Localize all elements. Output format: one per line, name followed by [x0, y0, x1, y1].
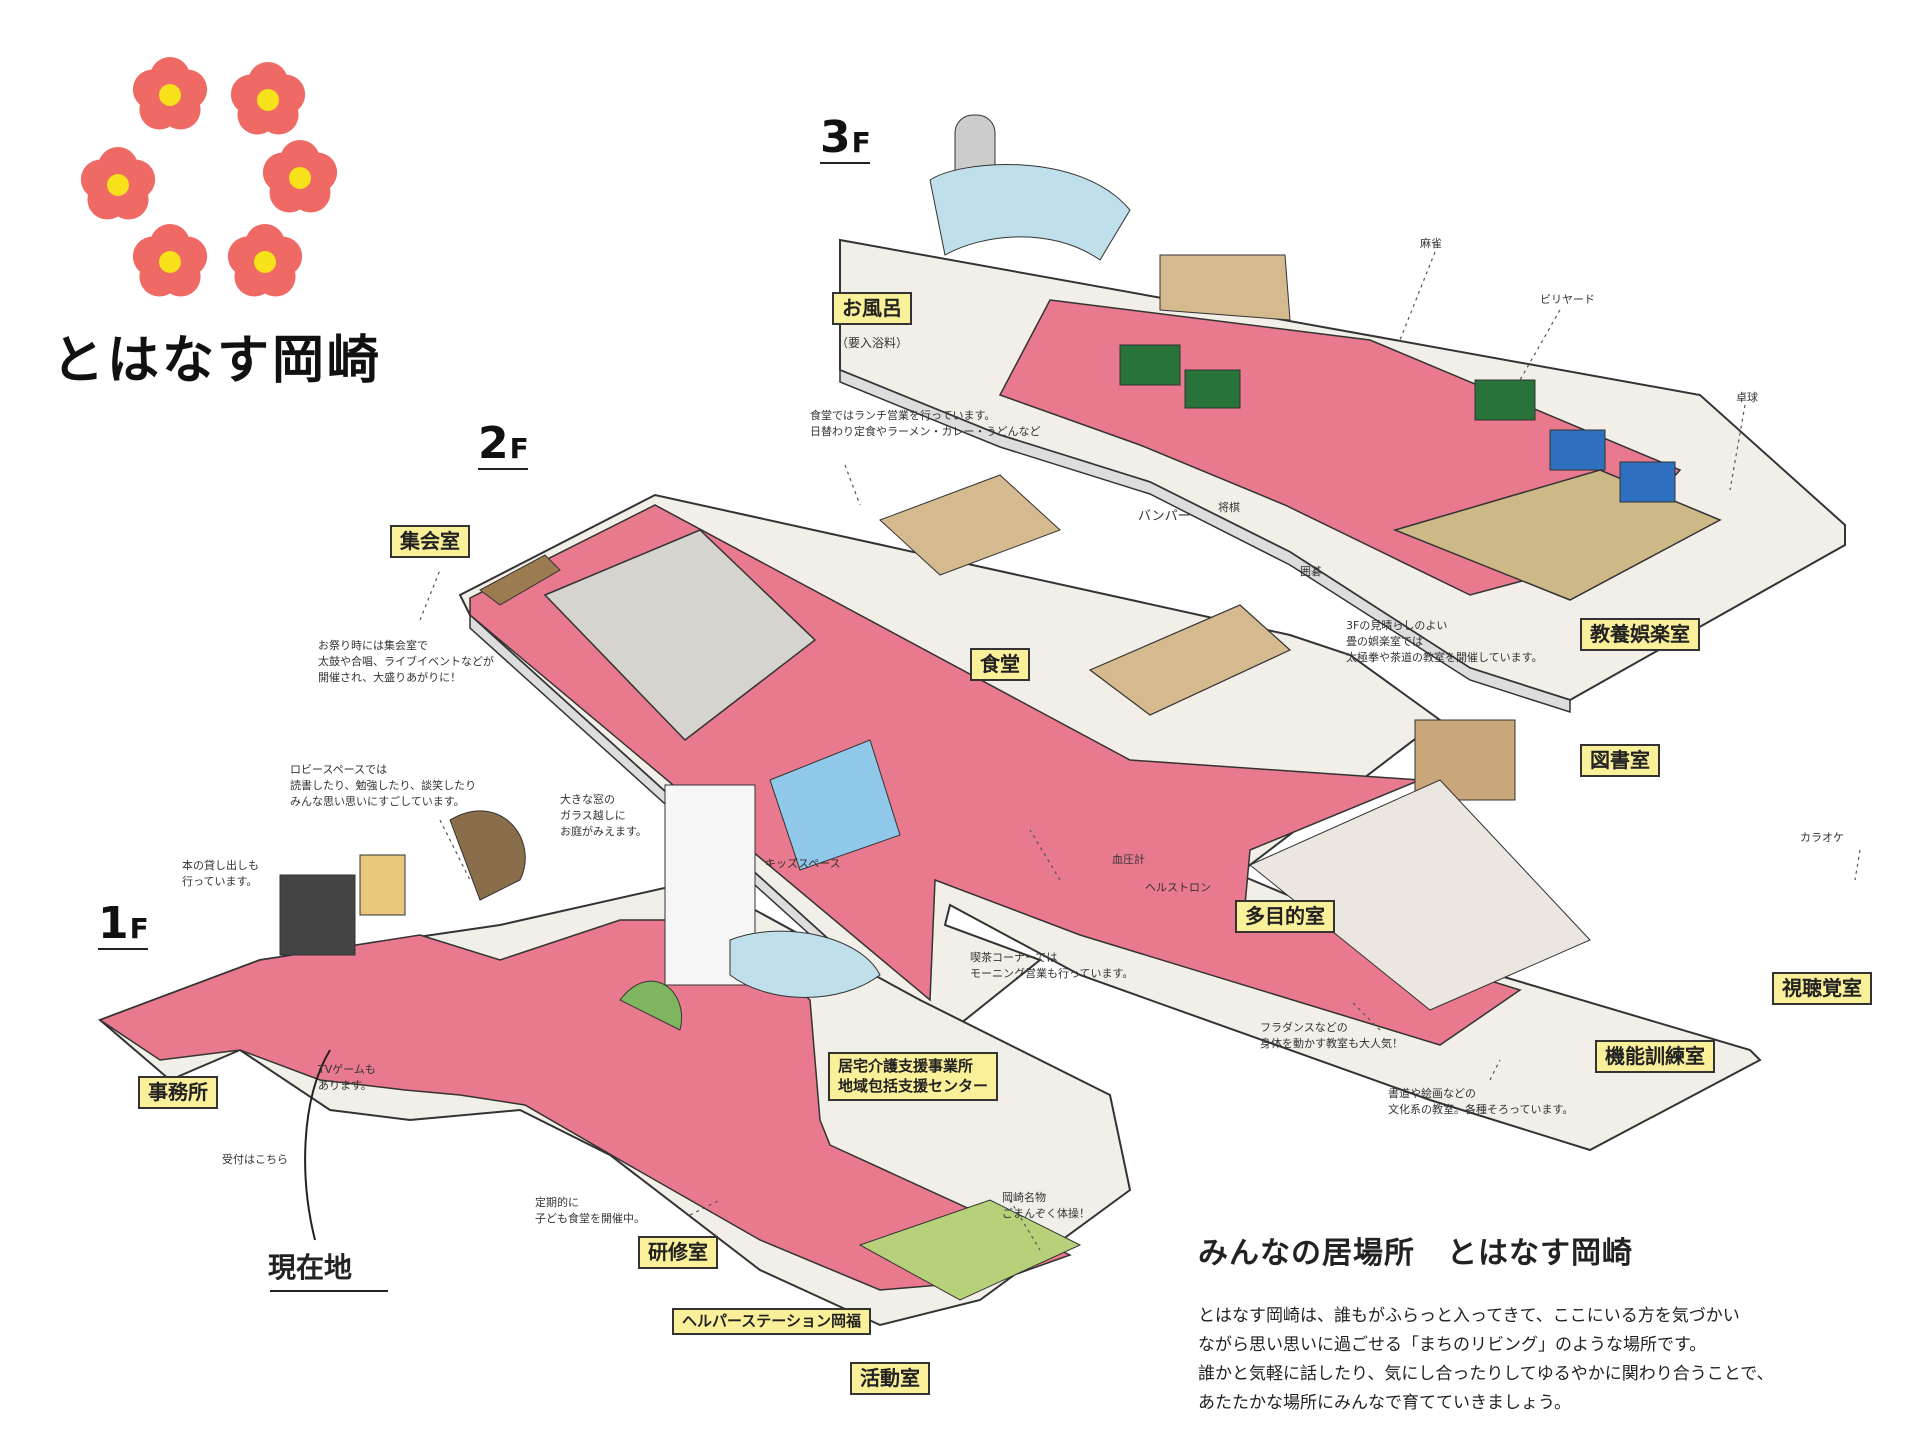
note-igo: 囲碁 — [1300, 565, 1322, 578]
chiiki-label: 地域包括支援センター — [838, 1077, 989, 1096]
note-lobby: ロビースペースでは 読書したり、勉強したり、談笑したり みんな思い思いにすごして… — [290, 763, 477, 808]
note-shogi: 将棋 — [1218, 501, 1240, 514]
note-books: 本の貸し出しも 行っています。 — [182, 859, 259, 888]
note-tv-game: TVゲームも あります。 — [318, 1063, 376, 1092]
room-label-shuukai[interactable]: 集会室 — [390, 525, 470, 558]
room-label-kyotaku-chiiki[interactable]: 居宅介護支援事業所地域包括支援センター — [828, 1052, 999, 1101]
note-kids-space: キッズスペース — [765, 857, 841, 870]
floor-1f-building — [98, 784, 1132, 1327]
room-label-shokudou[interactable]: 食堂 — [970, 648, 1030, 681]
note-karaoke: カラオケ — [1800, 831, 1844, 844]
description-block: みんなの居場所とはなす岡崎 とはなす岡崎は、誰もがふらっと入ってきて、ここにいる… — [1198, 1228, 1888, 1418]
description-line: あたたかな場所にみんなで育てていきましょう。 — [1198, 1392, 1571, 1413]
note-cafe: 喫茶コーナーでは モーニング営業も行っています。 — [970, 951, 1134, 980]
logo-name: とはなす岡崎 — [52, 331, 383, 391]
room-label-kenshu[interactable]: 研修室 — [638, 1236, 718, 1269]
flower-icon — [227, 224, 303, 297]
current-location-label: 現在地 — [268, 1251, 353, 1284]
leader-lines — [419, 251, 1861, 1251]
description-line: とはなす岡崎は、誰もがふらっと入ってきて、ここにいる方を気づかい — [1198, 1306, 1740, 1326]
logo-flowers — [80, 57, 338, 297]
floor-label-2f: 2F — [478, 418, 530, 469]
current-location-pointer — [304, 1049, 331, 1241]
room-label-katsudou[interactable]: 活動室 — [850, 1362, 930, 1395]
description-line: 誰かと気軽に話したり、気にし合ったりしてゆるやかに関わり合うことで、 — [1198, 1363, 1774, 1384]
note-festival: お祭り時には集会室で 太鼓や合唱、ライブイベントなどが 開催され、大盛りあがりに… — [318, 639, 494, 684]
kyotaku-label: 居宅介護支援事業所 — [838, 1057, 974, 1075]
note-okazaki-exercise: 岡崎名物 ごまんぞく体操！ — [1002, 1191, 1090, 1220]
room-label-shichoukaku[interactable]: 視聴覚室 — [1772, 972, 1872, 1005]
room-label-tamokuteki[interactable]: 多目的室 — [1235, 900, 1335, 933]
flower-icon — [132, 224, 208, 297]
floor-label-1f: 1F — [98, 898, 150, 949]
room-label-kinou[interactable]: 機能訓練室 — [1595, 1040, 1715, 1073]
flower-icon — [230, 62, 306, 135]
room-label-jimusho[interactable]: 事務所 — [138, 1076, 218, 1109]
room-label-toshoshitsu[interactable]: 図書室 — [1580, 744, 1660, 777]
flower-icon — [80, 147, 156, 220]
note-mahjong: 麻雀 — [1420, 237, 1442, 250]
floor-label-3f: 3F — [820, 112, 872, 163]
floor-3f-building — [839, 114, 1846, 714]
floor-rule-2f — [478, 468, 528, 470]
room-label-ofuro[interactable]: お風呂 — [832, 292, 912, 325]
note-reception: 受付はこちら — [222, 1153, 288, 1166]
room-label-helper[interactable]: ヘルパーステーション岡福 — [672, 1308, 871, 1335]
note-culture: 書道や絵画などの 文化系の教室。各種そろっています。 — [1388, 1087, 1574, 1116]
note-blood-pressure: 血圧計 — [1112, 853, 1145, 866]
note-hula: フラダンスなどの 身体を動かす教室も大人気！ — [1260, 1021, 1403, 1050]
ofuro-fee-note: （要入浴料） — [836, 336, 909, 350]
description-line: ながら思い思いに過ごせる「まちのリビング」のような場所です。 — [1198, 1334, 1707, 1355]
description-title-b: とはなす岡崎 — [1447, 1236, 1633, 1271]
note-billiards: ビリヤード — [1540, 293, 1595, 306]
description-title: みんなの居場所とはなす岡崎 — [1198, 1228, 1888, 1272]
note-healthtron: ヘルストロン — [1145, 881, 1211, 894]
floor-rule-3f — [820, 162, 870, 164]
note-floor3-info: 3Fの見晴らしのよい 畳の娯楽室では 太極拳や茶道の教室を開催しています。 — [1346, 619, 1543, 664]
note-glass: 大きな窓の ガラス越しに お庭がみえます。 — [560, 793, 647, 838]
floor-rule-1f — [98, 948, 148, 950]
note-pingpong: 卓球 — [1736, 391, 1758, 404]
description-title-a: みんなの居場所 — [1198, 1236, 1415, 1271]
note-lunch: 食堂ではランチ営業を行っています。 日替わり定食やラーメン・カレー・うどんなど — [810, 409, 1041, 438]
current-location-rule — [270, 1290, 388, 1292]
room-label-kyouyou[interactable]: 教養娯楽室 — [1580, 618, 1700, 651]
flower-icon — [262, 140, 338, 213]
note-bumper: バンパー — [1138, 509, 1191, 524]
flower-icon — [132, 57, 208, 130]
note-kids-meal: 定期的に 子ども食堂を開催中。 — [535, 1196, 645, 1225]
